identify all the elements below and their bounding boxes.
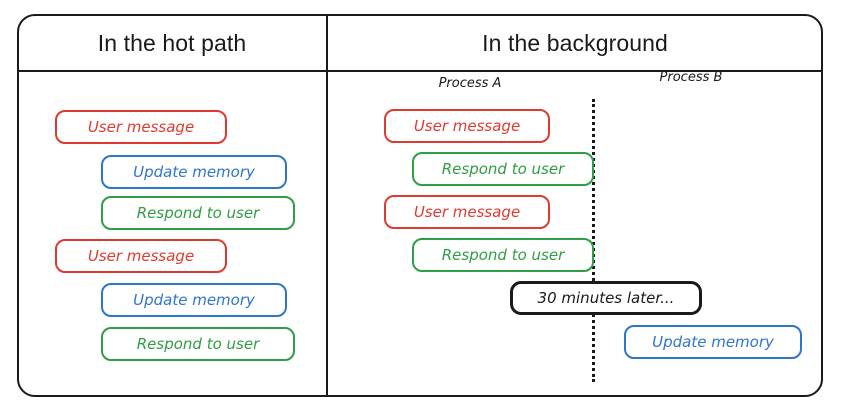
hot-path-step-4: User message (55, 239, 227, 273)
process-divider-dotted (592, 99, 595, 382)
panel-title-hot-path: In the hot path (97, 30, 247, 56)
process-b-label: Process B (659, 70, 723, 85)
outer-frame (17, 14, 823, 397)
hot-path-step-1: User message (55, 110, 227, 144)
process-a-step-1: User message (384, 109, 550, 143)
process-a-step-4: Respond to user (412, 238, 594, 272)
hot-path-step-5: Update memory (101, 283, 287, 317)
process-b-step-1: Update memory (624, 325, 802, 359)
hot-path-step-6: Respond to user (101, 327, 295, 361)
hot-path-step-2: Update memory (101, 155, 287, 189)
process-a-step-2: Respond to user (412, 152, 594, 186)
header-separator (18, 70, 823, 72)
hot-path-step-3: Respond to user (101, 196, 295, 230)
panel-title-background: In the background (482, 30, 668, 56)
panel-divider (326, 15, 328, 397)
process-a-step-3: User message (384, 195, 550, 229)
time-gap-callout: 30 minutes later... (510, 281, 702, 315)
process-a-label: Process A (438, 76, 502, 91)
